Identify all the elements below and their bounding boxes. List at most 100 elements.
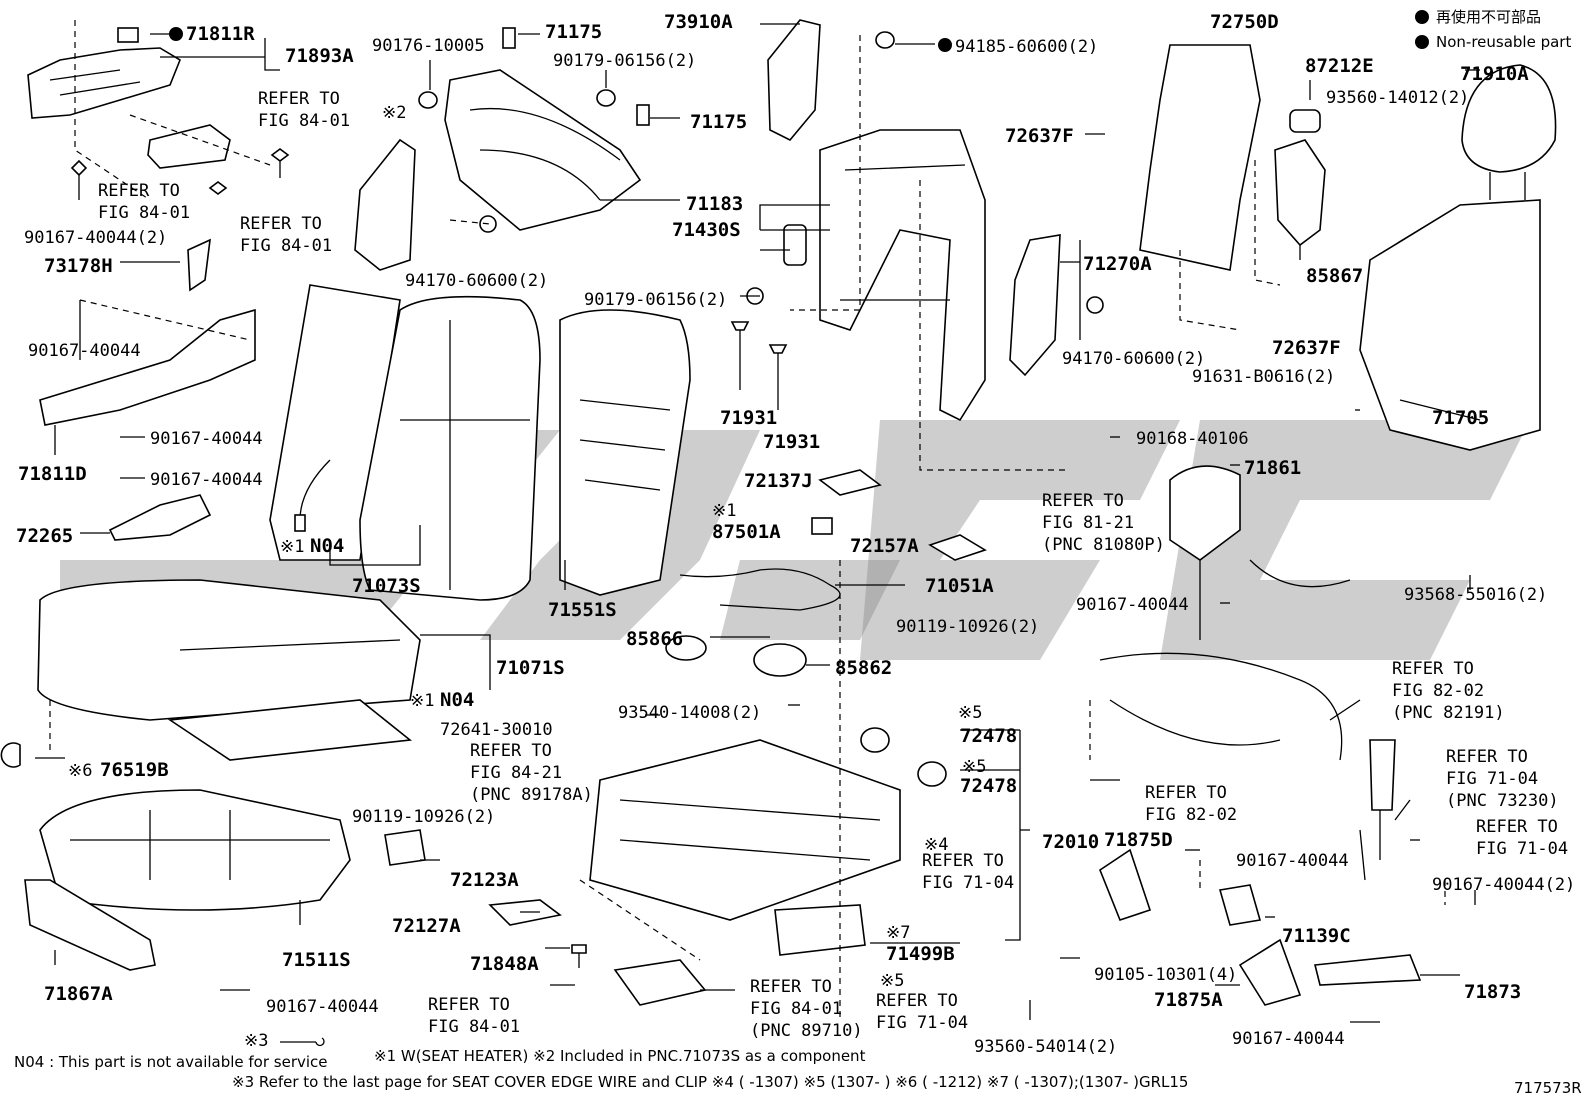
part-number: 72010 (1042, 831, 1099, 853)
part-number: 72265 (16, 525, 73, 547)
armrest-cover-71893A (27, 47, 181, 119)
bracket-72137J (818, 469, 882, 496)
part-number: 90167-40044 (1232, 1029, 1345, 1049)
back-cover-71073S (359, 295, 541, 601)
part-number: 90167-40044 (1076, 595, 1189, 615)
seat-adjuster-72010 (589, 739, 901, 921)
refer-label: FIG 82-02 (1145, 805, 1237, 825)
part-labels: 71811R 71893A 90176-10005 71175 90179-06… (16, 11, 1575, 1057)
bracket-72478 (860, 727, 947, 787)
refer-label: FIG 84-01 (428, 1017, 520, 1037)
leader-lines (35, 23, 1480, 1023)
part-number: 72637F (1272, 337, 1341, 359)
cushion-pad-71511S (39, 789, 351, 911)
footnote-mark: ※5 (880, 971, 904, 991)
refer-label: (PNC 89178A) (470, 785, 593, 805)
switch-bracket (147, 124, 231, 169)
part-number: N04 (310, 535, 344, 557)
refer-label: REFER TO (1145, 783, 1227, 803)
part-number: 73178H (44, 255, 113, 277)
part-number: 71893A (285, 45, 354, 67)
non-reusable-dot-icon (1415, 35, 1429, 49)
n04-note: N04 : This part is not available for ser… (14, 1053, 328, 1071)
refer-label: FIG 82-02 (1392, 681, 1484, 701)
screw-71848A (571, 944, 587, 968)
airbag-71861 (1169, 465, 1241, 561)
part-number: 72750D (1210, 11, 1279, 33)
part-number: 87212E (1305, 55, 1374, 77)
module-89710 (613, 959, 707, 1006)
part-number: 71931 (763, 431, 820, 453)
refer-label: FIG 71-04 (922, 873, 1014, 893)
footnote-mark: ※1 (280, 537, 304, 557)
footnote-mark: ※4 (924, 835, 948, 855)
seatback-frame-71430S (819, 129, 986, 422)
back-cushion-71551S (559, 309, 691, 596)
non-reusable-dot-icon (1415, 10, 1429, 24)
part-number: 90167-40044(2) (24, 228, 167, 248)
refer-label: REFER TO (750, 977, 832, 997)
part-number: 93540-14008(2) (618, 703, 761, 723)
legend-en: Non-reusable part (1436, 33, 1571, 51)
part-number: 71861 (1244, 457, 1301, 479)
tray-71499B (774, 904, 866, 956)
wire-harness-71051A (679, 568, 841, 611)
part-number: 85866 (626, 628, 683, 650)
cap-76519B (0, 742, 21, 768)
footnote-mark: ※6 (68, 761, 92, 781)
part-number: 71875D (1104, 829, 1173, 851)
legend-jp: 再使用不可部品 (1436, 8, 1541, 26)
refer-label: REFER TO (1042, 491, 1124, 511)
figure-code: 717573R (1514, 1079, 1582, 1097)
refer-label: FIG 81-21 (1042, 513, 1134, 533)
seat-cushion-cover-71071S (37, 579, 421, 721)
non-reusable-dot-icon (169, 27, 183, 41)
refer-label: REFER TO (98, 181, 180, 201)
part-number: 85867 (1306, 265, 1363, 287)
shield-71811D (39, 308, 256, 426)
part-number: 71051A (925, 575, 994, 597)
part-number: 90167-40044 (1236, 851, 1349, 871)
part-number: 85862 (835, 657, 892, 679)
side-cover-73178H (187, 238, 211, 292)
refer-label: (PNC 82191) (1392, 703, 1505, 723)
part-number: 71139C (1282, 925, 1351, 947)
refer-label: FIG 71-04 (1476, 839, 1568, 859)
part-number: 71873 (1464, 981, 1521, 1003)
dashed-lines (49, 20, 1446, 1020)
part-number: 72478 (960, 725, 1017, 747)
refer-label: REFER TO (258, 89, 340, 109)
part-number: 90179-06156(2) (584, 290, 727, 310)
part-number: 71183 (686, 193, 743, 215)
refer-label: REFER TO (922, 851, 1004, 871)
part-number: 93560-14012(2) (1326, 88, 1469, 108)
part-number: 94170-60600(2) (1062, 349, 1205, 369)
part-number: 71875A (1154, 989, 1223, 1011)
part-number: 71430S (672, 219, 741, 241)
rail-71873 (1314, 954, 1422, 986)
refer-label: (PNC 81080P) (1042, 535, 1165, 555)
bolt-icon (70, 148, 290, 200)
part-number: 71867A (44, 983, 113, 1005)
bracket-72157A (928, 534, 987, 561)
refer-label: (PNC 89710) (750, 1021, 863, 1041)
footnote-2: ※3 Refer to the last page for SEAT COVER… (232, 1073, 1188, 1091)
part-number: 90167-40044 (266, 997, 379, 1017)
part-number: N04 (440, 689, 474, 711)
side-cover-x2 (354, 138, 416, 271)
part-number: 93568-55016(2) (1404, 585, 1547, 605)
part-number: 72641-30010 (440, 720, 553, 740)
part-number: 90167-40044 (150, 429, 263, 449)
handle-73230 (1359, 739, 1396, 881)
refer-label: FIG 84-01 (258, 111, 350, 131)
part-number: 71705 (1432, 407, 1489, 429)
side-airbag-71270A (1009, 234, 1061, 377)
seatback-panel-71705 (1359, 199, 1541, 451)
part-number: 71848A (470, 953, 539, 975)
clip-71811R (117, 27, 139, 43)
refer-label: FIG 84-01 (98, 203, 190, 223)
harness-right (1099, 559, 1351, 761)
part-number: 72137J (744, 470, 813, 492)
